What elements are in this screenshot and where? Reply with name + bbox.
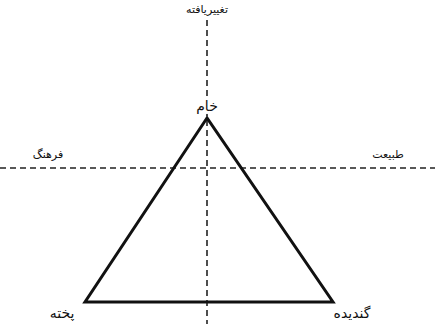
axis-label: فرهنگ <box>31 149 65 162</box>
vertex-label: خام <box>194 98 220 114</box>
vertical-axis <box>206 20 208 324</box>
horizontal-axis <box>0 167 435 169</box>
triangle <box>85 118 333 302</box>
vertex-label: گندیده <box>332 305 373 321</box>
axis-label: تغییریافته <box>184 4 230 17</box>
vertex-label: پخته <box>48 305 77 321</box>
axis-label: طبیعت <box>370 149 406 162</box>
